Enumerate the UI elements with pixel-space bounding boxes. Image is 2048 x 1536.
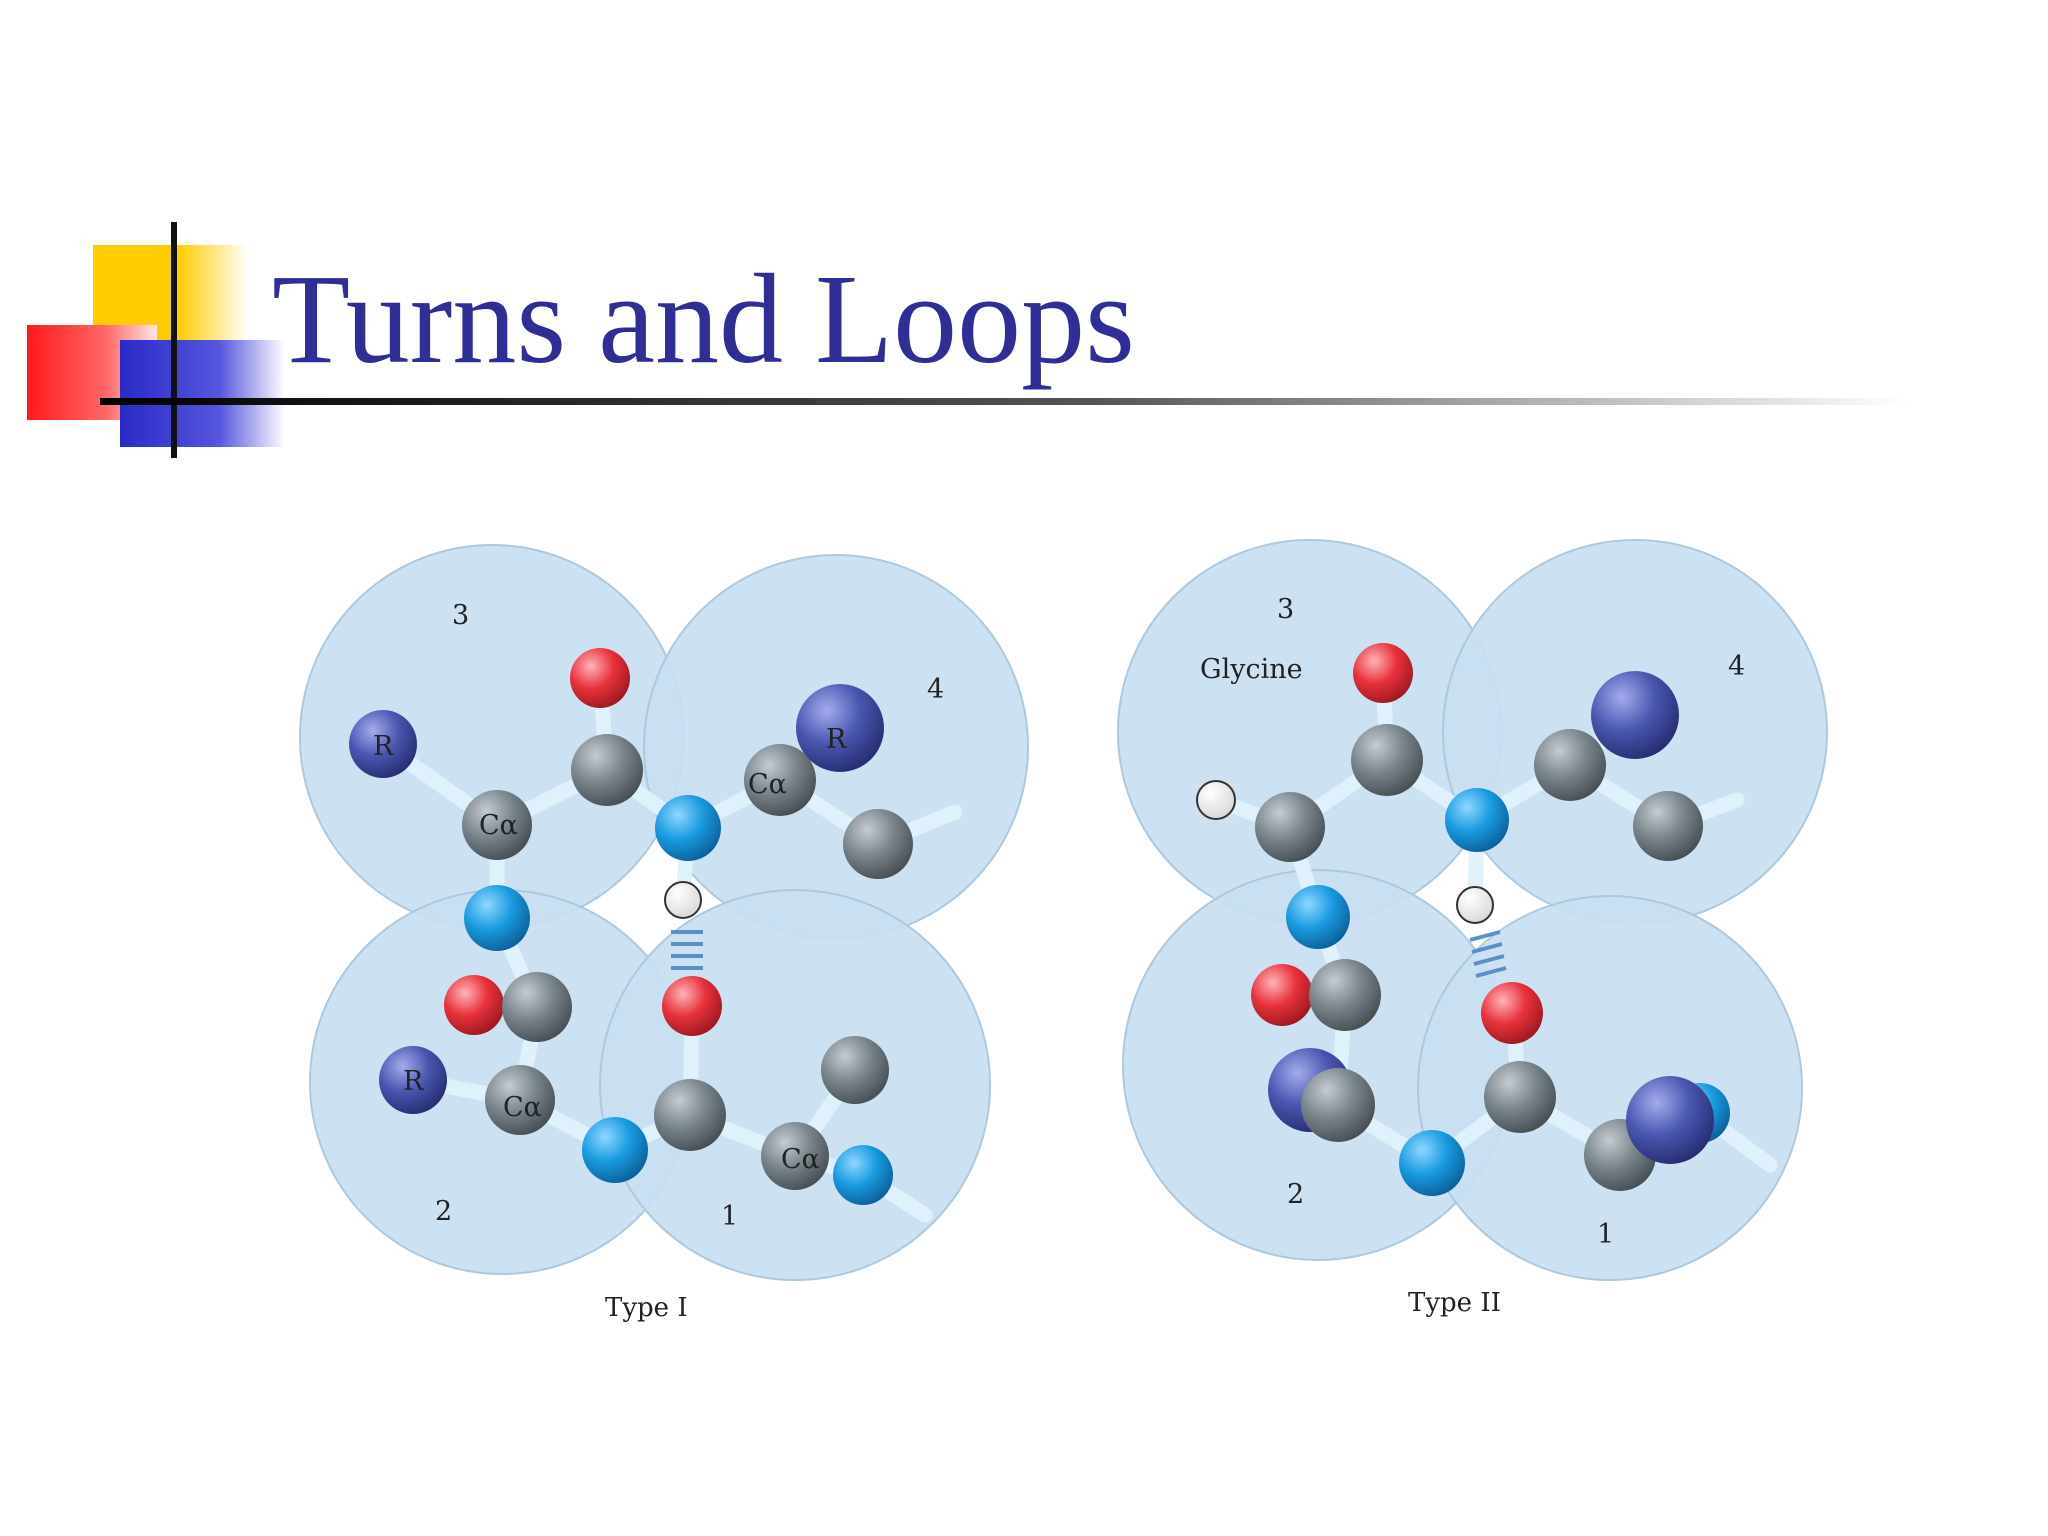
- type1-hydrogen-bond: [671, 930, 703, 970]
- hydrogen-atom: [664, 881, 702, 919]
- alpha-carbon-atom: [485, 1065, 555, 1135]
- type1-atoms: [349, 648, 913, 1205]
- residue-number-2: 2: [435, 1196, 452, 1227]
- carbon-atom: [1633, 791, 1703, 861]
- carbon-atom: [1351, 724, 1423, 796]
- type2-caption: Type II: [1408, 1288, 1501, 1318]
- residue-number-4: 4: [927, 674, 944, 705]
- alpha-carbon-atom: [1301, 1068, 1375, 1142]
- alpha-carbon-atom: [1534, 729, 1606, 801]
- carbon-atom: [843, 809, 913, 879]
- alpha-carbon-atom: [462, 790, 532, 860]
- hbond-dash: [1475, 966, 1507, 978]
- nitrogen-atom: [833, 1145, 893, 1205]
- c-alpha-label: Cα: [781, 1144, 820, 1175]
- nitrogen-atom: [582, 1117, 648, 1183]
- residue-number-2: 2: [1287, 1179, 1304, 1210]
- residue-number-1: 1: [721, 1201, 738, 1232]
- title-decoration: [27, 222, 1910, 458]
- r-group-atom: [1626, 1076, 1714, 1164]
- slide-title: Turns and Loops: [272, 248, 1135, 390]
- residue-number-3: 3: [452, 600, 469, 631]
- alpha-carbon-atom: [744, 744, 816, 816]
- type2-atoms: [1196, 643, 1730, 1196]
- deco-blue-square: [120, 340, 285, 447]
- r-group-label: R: [403, 1066, 424, 1097]
- nitrogen-atom: [1286, 885, 1350, 949]
- oxygen-atom: [1251, 964, 1313, 1026]
- r-group-label: R: [373, 731, 394, 762]
- hbond-dash: [1469, 930, 1501, 942]
- r-group-atom: [379, 1046, 447, 1114]
- nitrogen-atom: [1445, 788, 1509, 852]
- type1-residue-sphere-1: [599, 889, 991, 1281]
- r-group-atom: [1591, 671, 1679, 759]
- nitrogen-atom: [1399, 1130, 1465, 1196]
- r-group-label: R: [826, 724, 847, 755]
- type2-hydrogen-bond: [1469, 930, 1507, 978]
- oxygen-atom: [1353, 643, 1413, 703]
- oxygen-atom: [1481, 982, 1543, 1044]
- r-group-atom: [796, 684, 884, 772]
- title-rule: [100, 398, 1910, 405]
- oxygen-atom: [662, 976, 722, 1036]
- hbond-dash: [1471, 942, 1503, 954]
- carbon-atom: [654, 1079, 726, 1151]
- hydrogen-atom: [1196, 780, 1236, 820]
- nitrogen-atom: [464, 885, 530, 951]
- hydrogen-atom: [1456, 886, 1494, 924]
- type1-residue-spheres: [299, 544, 1029, 1281]
- carbon-atom: [1484, 1061, 1556, 1133]
- type1-diagram: 3 4 2 1 R R R Cα Cα Cα Cα Type I: [299, 544, 1029, 1323]
- alpha-carbon-atom: [1255, 792, 1325, 862]
- residue-number-4: 4: [1728, 651, 1745, 682]
- c-alpha-label: Cα: [479, 810, 518, 841]
- type1-labels: 3 4 2 1 R R R Cα Cα Cα Cα Type I: [373, 600, 944, 1323]
- c-alpha-label: Cα: [503, 1092, 542, 1123]
- type2-labels: 3 4 2 1 Glycine Type II: [1200, 594, 1745, 1318]
- residue-number-3: 3: [1277, 594, 1294, 625]
- carbon-atom: [571, 734, 643, 806]
- r-group-atom: [349, 710, 417, 778]
- residue-number-1: 1: [1597, 1219, 1614, 1250]
- c-alpha-label: Cα: [748, 769, 787, 800]
- carbon-atom: [502, 972, 572, 1042]
- nitrogen-atom: [655, 795, 721, 861]
- carbon-atom: [821, 1036, 889, 1104]
- oxygen-atom: [444, 975, 504, 1035]
- type1-caption: Type I: [605, 1293, 688, 1323]
- deco-vertical-line: [171, 222, 177, 458]
- glycine-label: Glycine: [1200, 654, 1303, 685]
- oxygen-atom: [570, 648, 630, 708]
- carbon-atom: [1309, 959, 1381, 1031]
- type2-diagram: 3 4 2 1 Glycine Type II: [1117, 539, 1828, 1318]
- alpha-carbon-atom: [761, 1122, 829, 1190]
- hbond-dash: [1473, 954, 1505, 966]
